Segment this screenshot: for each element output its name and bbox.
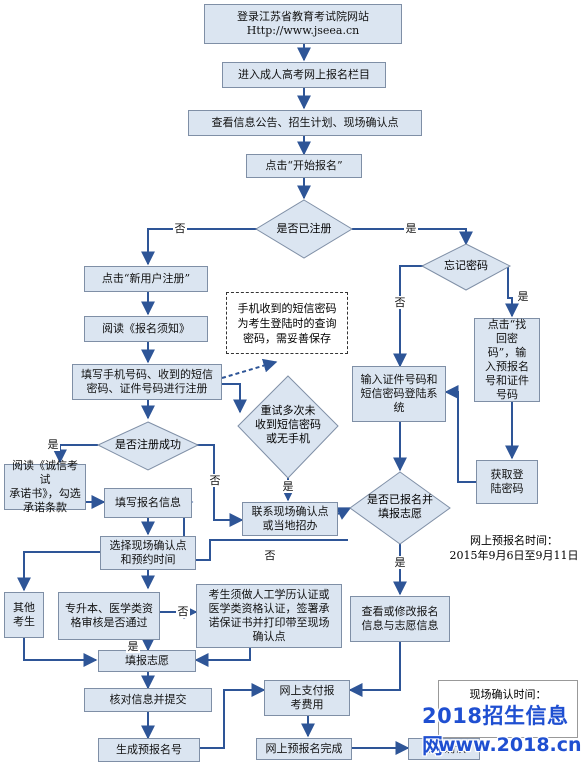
watermark-url: www.2018.cn (438, 734, 582, 756)
watermark-site-name: 2018招生信息网 (422, 704, 569, 758)
gen-number-box: 生成预报名号 (98, 738, 200, 762)
login-box: 登录江苏省教育考试院网站 Http://www.jseea.cn (204, 4, 402, 44)
read-notice-box: 阅读《报名须知》 (84, 316, 208, 342)
is-registered-label: 是否已注册 (276, 222, 332, 235)
label-yes-review: 是 (126, 640, 140, 653)
already-signed-diamond (349, 471, 451, 545)
label-yes-signed: 是 (393, 556, 407, 569)
choose-site-box: 选择现场确认点 和预约时间 (100, 536, 196, 570)
click-find-pwd-box: 点击“找 回密 码”，输 入预报名 号和证件 号码 (474, 318, 540, 402)
fill-info-box: 填写报名信息 (104, 488, 192, 518)
label-no-registered: 否 (173, 222, 187, 235)
no-sms-label: 重试多次未 收到短信密码 或无手机 (255, 404, 321, 445)
view-modify-box: 查看或修改报名 信息与志愿信息 (350, 596, 450, 642)
fill-wish-box: 填报志愿 (98, 650, 196, 672)
others-box: 其他 考生 (4, 592, 44, 638)
get-login-pwd-box: 获取登 陆密码 (476, 460, 538, 504)
verify-submit-box: 核对信息并提交 (84, 688, 212, 712)
input-id-login-box: 输入证件号码和 短信密码登陆系 统 (352, 366, 446, 422)
label-no-success: 否 (208, 474, 222, 487)
label-yes-nosms: 是 (281, 480, 295, 493)
label-yes-forgot: 是 (516, 290, 530, 303)
start-signup-box: 点击“开始报名” (246, 154, 362, 178)
label-no-review: 否 (176, 605, 190, 618)
forgot-pwd-diamond (420, 243, 512, 291)
review-check-box: 专升本、医学类资 格审核是否通过 (58, 592, 160, 640)
label-yes-success: 是 (46, 438, 60, 451)
enter-column-box: 进入成人高考网上报名栏目 (222, 62, 386, 88)
new-user-box: 点击“新用户注册” (84, 266, 208, 292)
review-note-box: 考生须做人工学历认证或 医学类资格认证，签署承 诺保证书并打印带至现场 确认点 (196, 584, 342, 648)
fill-phone-box: 填写手机号码、收到的短信 密码、证件号码进行注册 (72, 364, 222, 400)
view-info-box: 查看信息公告、招生计划、现场确认点 (188, 110, 422, 136)
sms-note: 手机收到的短信密码 为考生登陆时的查询 密码，需妥善保存 (226, 292, 348, 354)
pay-online-box: 网上支付报 考费用 (264, 680, 350, 716)
contact-site-box: 联系现场确认点 或当地招办 (242, 502, 338, 536)
is-registered-diamond (255, 199, 353, 259)
already-signed-label: 是否已报名并 填报志愿 (367, 493, 433, 520)
forgot-pwd-label: 忘记密码 (444, 259, 488, 272)
reg-success-label: 是否注册成功 (115, 438, 181, 451)
site-confirm-box: 现场确认 (408, 738, 480, 760)
no-sms-diamond (237, 375, 339, 479)
prereg-done-box: 网上预报名完成 (256, 738, 352, 760)
read-integrity-box: 阅读《诚信考试 承诺书》，勾选 承诺条款 (4, 459, 86, 514)
reg-success-diamond (96, 421, 200, 471)
confirm-time-info: 现场确认时间： (438, 680, 578, 738)
label-no-signed: 否 (263, 549, 277, 562)
prereg-time-info: 网上预报名时间： 2015年9月6日至9月11日 (446, 526, 582, 570)
label-no-forgot: 否 (393, 296, 407, 309)
label-yes-registered: 是 (404, 222, 418, 235)
